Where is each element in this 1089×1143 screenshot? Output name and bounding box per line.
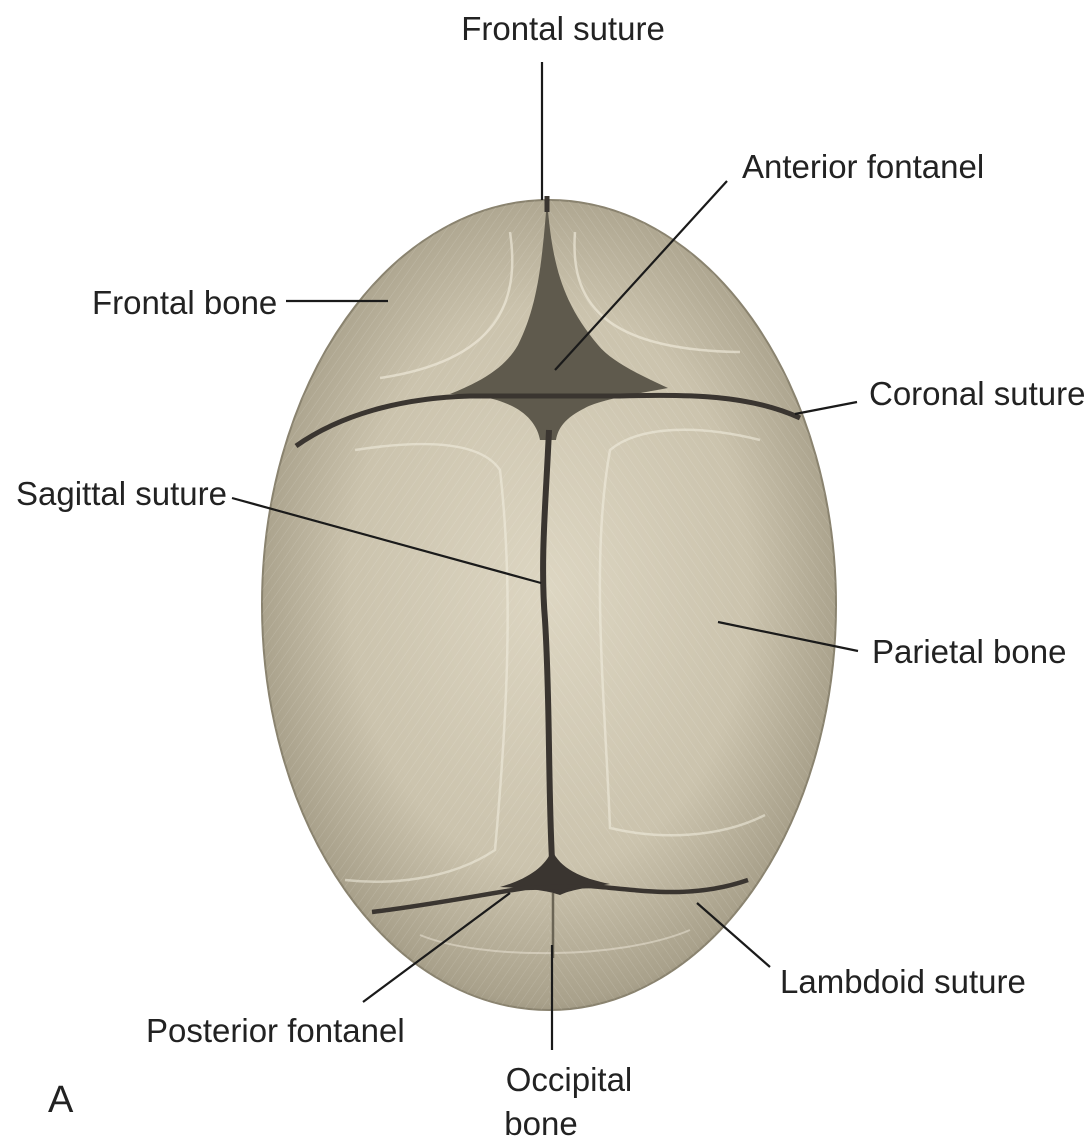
label-occipital-bone-line2: bone bbox=[504, 1105, 577, 1142]
label-lambdoid-suture: Lambdoid suture bbox=[780, 963, 1026, 1000]
leader-coronal-suture bbox=[795, 402, 857, 414]
label-sagittal-suture: Sagittal suture bbox=[16, 475, 227, 512]
label-frontal-bone: Frontal bone bbox=[92, 284, 277, 321]
label-frontal-suture: Frontal suture bbox=[461, 10, 665, 47]
label-anterior-fontanel: Anterior fontanel bbox=[742, 148, 984, 185]
skull bbox=[262, 190, 839, 1020]
panel-letter: A bbox=[48, 1079, 74, 1121]
label-posterior-fontanel: Posterior fontanel bbox=[146, 1012, 405, 1049]
label-parietal-bone: Parietal bone bbox=[872, 633, 1066, 670]
label-coronal-suture: Coronal suture bbox=[869, 375, 1085, 412]
label-occipital-bone-line1: Occipital bbox=[506, 1061, 633, 1098]
